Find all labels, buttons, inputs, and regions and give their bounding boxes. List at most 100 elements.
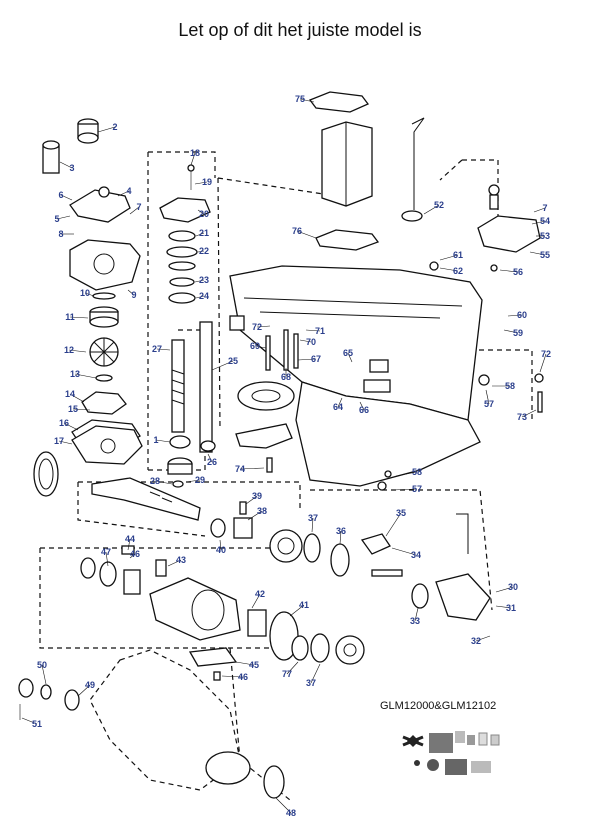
leader-line-31 [495,605,512,609]
callout-number-20: 20 [199,209,209,219]
part-shift-rod [411,117,425,210]
leader-line-77 [286,661,299,675]
leader-line-45 [235,661,255,666]
model-code-label: GLM12000&GLM12102 [380,700,497,712]
part-shift-lever [360,533,391,555]
part-bearing-carrier [149,577,241,641]
part-bushing [200,440,216,452]
callout-number-55: 55 [540,250,550,260]
leader-line-65 [347,352,353,363]
dashed-outline-right-top [439,159,499,240]
callout-number-14: 14 [65,389,75,399]
leader-line-24 [195,295,205,299]
leader-line-12 [68,349,87,353]
leader-line-51 [21,717,38,725]
part-anode-plate [188,647,238,667]
part-bearing-roller [123,569,141,595]
part-gasket-mid [315,229,380,251]
callout-labels: 7523181946758202122232491011121314151617… [21,94,551,818]
callout-number-2: 2 [112,122,117,132]
callout-number-67: 67 [311,354,321,364]
callout-number-53: 53 [540,231,550,241]
part-screw-bottom [266,457,273,473]
callout-number-29: 29 [195,475,205,485]
callout-number-37a: 37 [308,513,318,523]
leader-line-64 [337,397,343,408]
leader-line-75 [299,98,315,103]
leader-line-73 [521,409,537,418]
callout-number-4: 4 [126,186,131,196]
dashed-outline-driveshaft [147,151,216,471]
leader-line-41 [289,604,305,617]
part-grommet-2 [401,210,423,222]
callout-number-69: 69 [250,341,260,351]
callout-number-40: 40 [216,545,226,555]
callout-number-15: 15 [68,404,78,414]
callout-number-51: 51 [32,719,42,729]
part-screw [187,164,195,190]
callout-number-7b: 7 [542,203,547,213]
leader-line-10 [84,292,95,297]
callout-number-8: 8 [58,229,63,239]
callout-number-71: 71 [315,326,325,336]
leader-line-66 [359,401,365,411]
callout-number-76: 76 [292,226,302,236]
leader-line-2 [97,126,116,133]
part-bolt-right [537,391,543,413]
leader-line-48 [275,797,292,814]
callout-number-60: 60 [517,310,527,320]
inset-kit-image [393,717,505,785]
part-water-pump-housing [69,239,141,291]
callout-number-75: 75 [295,94,305,104]
part-driveshaft-2 [199,321,213,453]
callout-number-62: 62 [453,266,463,276]
callout-number-13: 13 [70,369,80,379]
leader-line-22 [197,250,205,253]
leader-line-34 [391,547,417,556]
leader-line-49 [77,684,91,697]
callout-number-61: 61 [453,250,463,260]
leader-line-14 [69,393,85,403]
callout-number-65: 65 [343,348,353,358]
leader-line-23 [194,279,205,283]
leader-line-72b [539,353,547,373]
leader-line-40 [219,539,222,551]
callout-number-21: 21 [199,228,209,238]
callout-number-68: 68 [281,372,291,382]
leader-line-26 [207,453,213,463]
leader-line-15 [72,408,91,411]
part-thrust-hub [205,751,285,799]
part-thrust-washer [303,533,321,563]
callout-number-74: 74 [235,464,245,474]
callout-number-46b: 46 [238,672,248,682]
leader-line-62 [439,267,459,272]
leader-line-46b [221,675,244,678]
leader-line-19 [194,181,208,185]
leader-line-6 [60,194,73,201]
callout-number-35: 35 [396,508,406,518]
callout-number-1: 1 [153,435,158,445]
part-shim [166,246,198,258]
part-key [121,545,135,555]
callout-number-41: 41 [299,600,309,610]
leader-line-39 [245,495,258,505]
leader-line-70 [299,339,312,343]
callout-number-56: 56 [513,267,523,277]
callout-number-32: 32 [471,636,481,646]
part-thrust-bearing [168,292,196,304]
leader-line-76 [296,230,317,239]
part-gasket-top [308,91,370,113]
part-needle-bearing [247,609,267,637]
callout-number-28: 28 [150,476,160,486]
callout-number-34: 34 [411,550,421,560]
callout-number-58b: 58 [412,467,422,477]
leader-line-36 [339,530,342,545]
dashed-outline-housing [217,177,331,431]
leader-line-29 [185,479,201,483]
part-seal-ring [95,374,113,382]
part-bearing-carrier-right [435,573,491,621]
callout-number-36: 36 [336,526,346,536]
leader-line-18 [190,152,196,166]
part-spacer [169,277,195,287]
callout-number-5: 5 [54,214,59,224]
